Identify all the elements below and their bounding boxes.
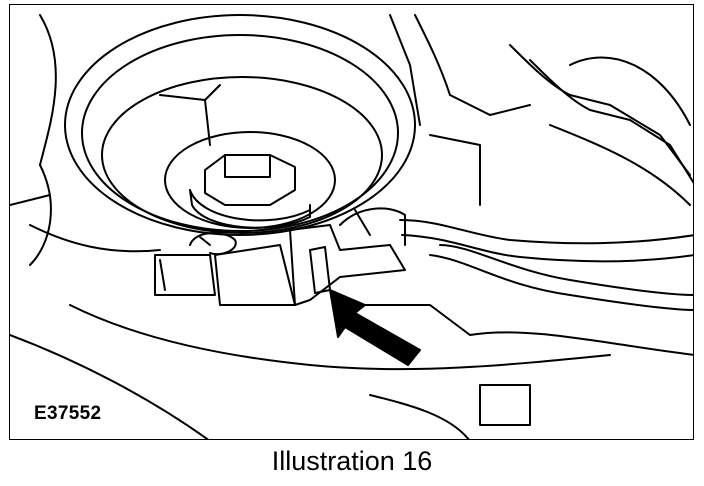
engine-component-drawing — [10, 14, 693, 439]
engine-housing — [10, 14, 693, 439]
wiring-harness — [399, 44, 693, 311]
indicator-arrow — [329, 289, 421, 366]
sensor-bracket — [154, 232, 296, 306]
illustration-frame: E37552 — [9, 4, 694, 440]
pulley — [64, 14, 416, 236]
center-bolt — [189, 154, 311, 229]
figure-caption: Illustration 16 — [271, 446, 433, 476]
figure-code: E37552 — [32, 403, 104, 425]
electrical-connector — [289, 207, 406, 306]
